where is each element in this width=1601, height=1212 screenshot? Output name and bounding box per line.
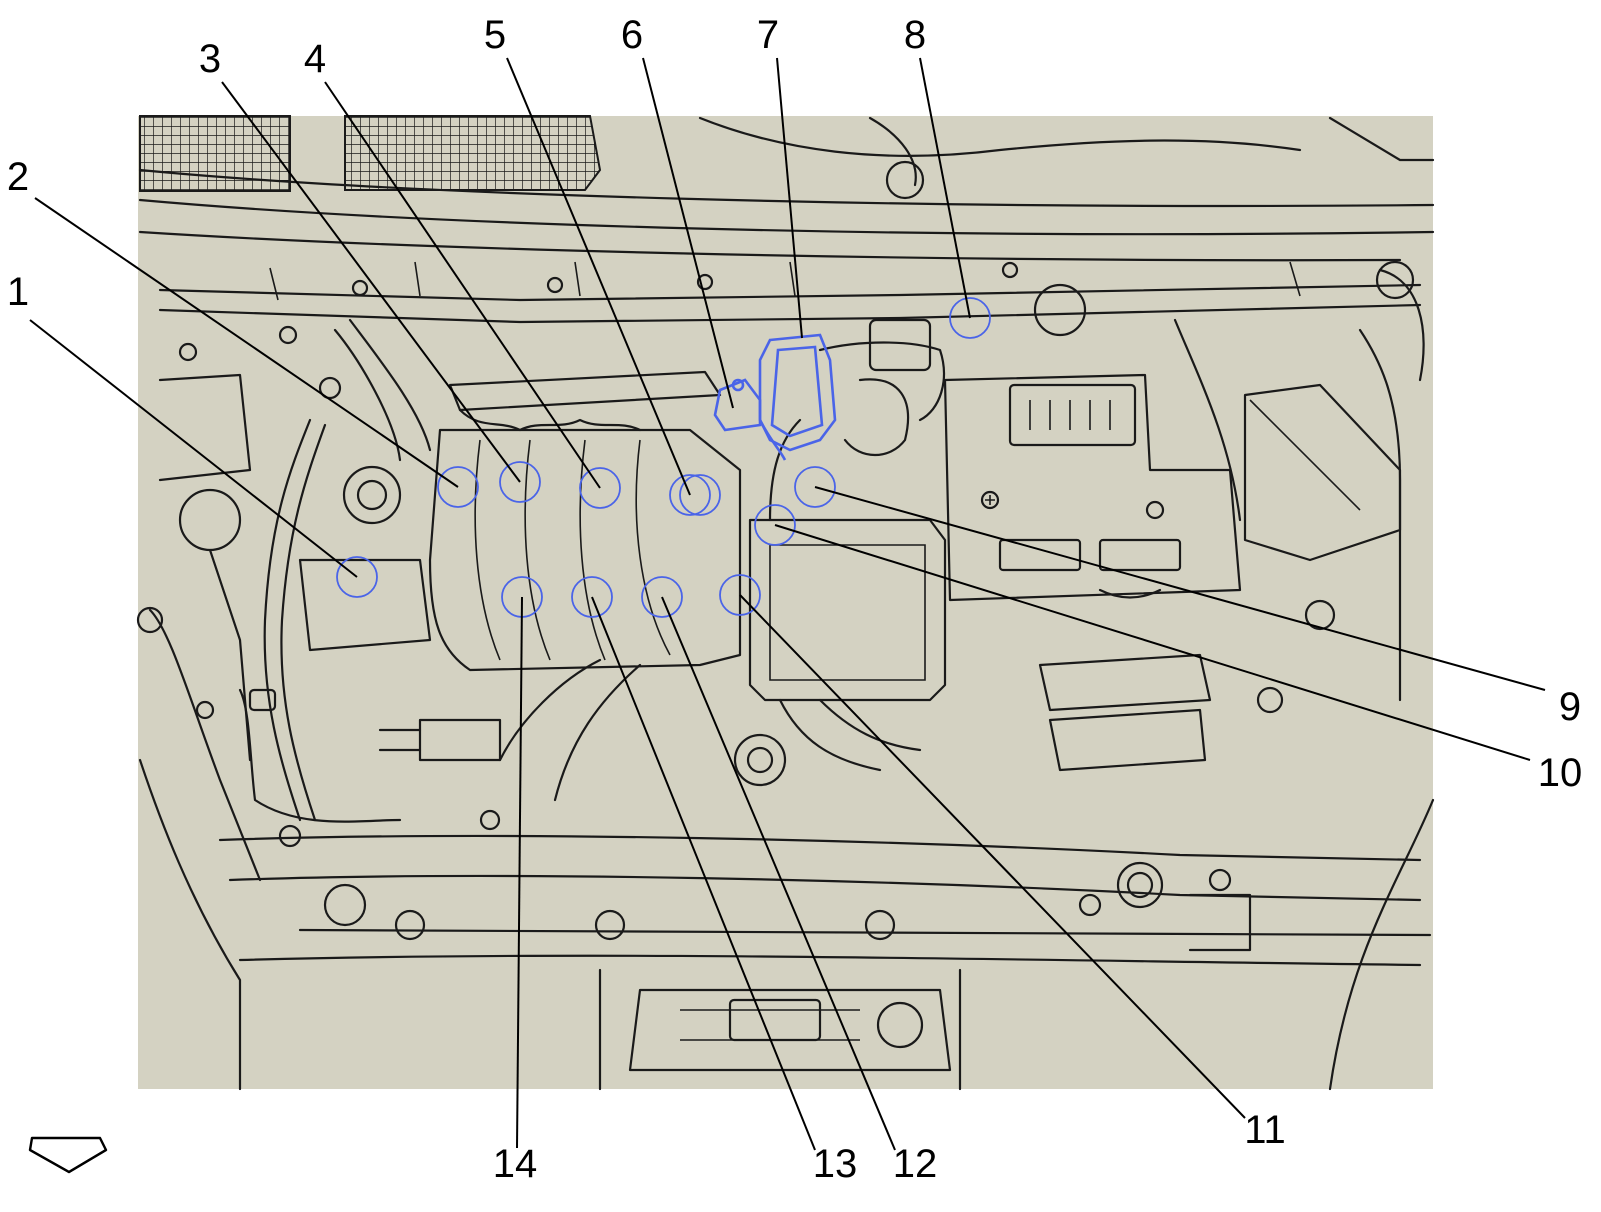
- callout-label-1: 1: [7, 270, 29, 314]
- cowl-grille-center: [344, 115, 602, 191]
- location-markers: [336, 297, 991, 618]
- throttle-body-inner: [770, 345, 824, 438]
- callout-label-2: 2: [7, 155, 29, 199]
- sensor-stud: [731, 378, 745, 392]
- cowl-grille-left: [139, 115, 291, 192]
- location-marker-5: [669, 474, 711, 516]
- leader-line-8: [919, 57, 971, 319]
- callout-label-3: 3: [199, 37, 221, 81]
- leader-line-12: [661, 596, 896, 1151]
- callout-labels: 1 2 3 4 5 6 7 8 9 10 11 12 13 14: [7, 13, 1582, 1186]
- callout-label-10: 10: [1538, 751, 1583, 795]
- location-marker-9: [794, 466, 836, 508]
- location-marker-1: [336, 556, 378, 598]
- sensor-bracket: [713, 378, 762, 432]
- highlighted-component: [713, 333, 837, 461]
- leader-line-10: [774, 524, 1531, 761]
- leader-line-6: [642, 57, 734, 409]
- callout-label-7: 7: [757, 13, 779, 57]
- location-marker-12: [641, 576, 683, 618]
- illustration-background: [138, 116, 1433, 1089]
- leader-line-7: [776, 57, 803, 339]
- engine-cover: [428, 428, 742, 672]
- air-cleaner-housing: [748, 518, 947, 702]
- front-view-arrow-icon: [28, 1136, 108, 1174]
- throttle-body-outline: [758, 333, 837, 452]
- engine-bay-linework: [136, 115, 1435, 1091]
- leader-line-2: [34, 197, 459, 488]
- location-marker-extra: [679, 474, 721, 516]
- leader-line-13: [591, 596, 816, 1151]
- callout-label-12: 12: [893, 1142, 938, 1186]
- callout-label-14: 14: [493, 1142, 538, 1186]
- leader-line-5: [506, 57, 691, 496]
- sensor-lead: [758, 419, 787, 461]
- leader-line-4: [324, 81, 601, 489]
- leader-line-14: [516, 596, 523, 1149]
- location-marker-3: [499, 461, 541, 503]
- callout-label-5: 5: [484, 13, 506, 57]
- leader-line-3: [221, 81, 521, 483]
- callout-label-11: 11: [1244, 1108, 1286, 1152]
- leader-line-11: [739, 594, 1246, 1119]
- location-marker-10: [754, 504, 796, 546]
- location-marker-4: [579, 467, 621, 509]
- callout-leader-lines: [29, 57, 1546, 1151]
- radiator-support: [218, 834, 1422, 862]
- location-marker-11: [719, 574, 761, 616]
- callout-label-8: 8: [904, 13, 926, 57]
- callout-label-4: 4: [304, 37, 326, 81]
- leader-line-9: [814, 486, 1546, 691]
- location-marker-8: [949, 297, 991, 339]
- location-marker-13: [571, 576, 613, 618]
- callout-label-9: 9: [1559, 685, 1581, 729]
- leader-line-1: [29, 319, 358, 578]
- callout-label-6: 6: [621, 13, 643, 57]
- location-marker-2: [437, 466, 479, 508]
- callout-label-13: 13: [813, 1142, 858, 1186]
